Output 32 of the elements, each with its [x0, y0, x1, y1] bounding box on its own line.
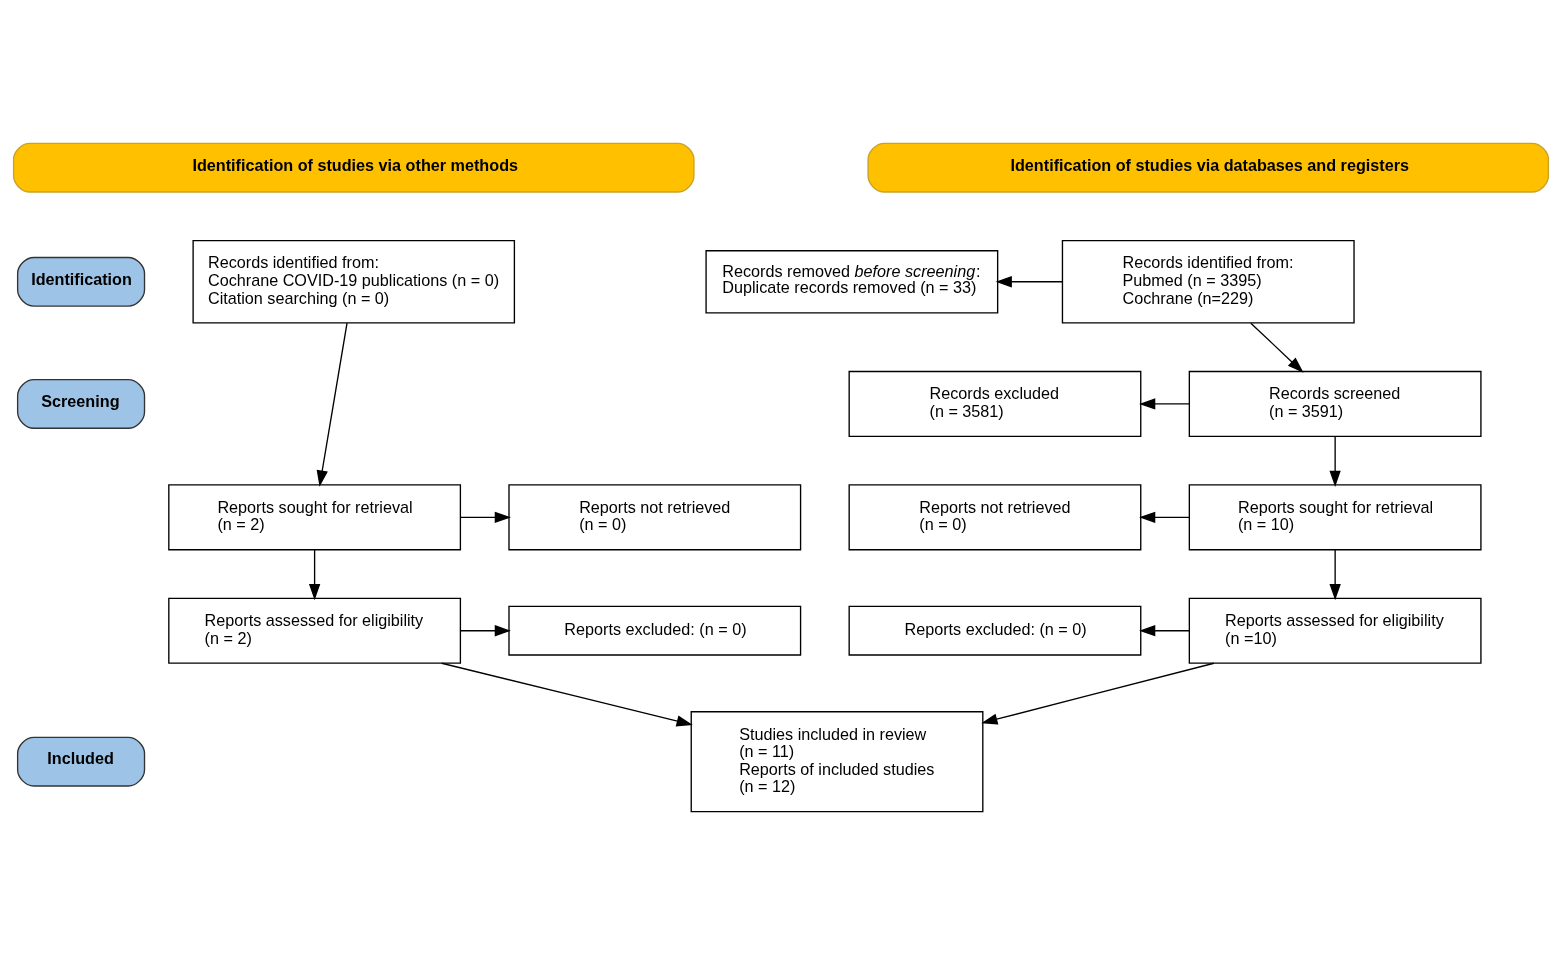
arrow: [1139, 397, 1190, 410]
node-box: Identification: [16, 256, 146, 307]
arrow: [1329, 435, 1341, 487]
node-box: Records screened (n = 3591): [1188, 370, 1482, 437]
node-box: Records identified from: Cochrane COVID-19 publications (n = 0) Citation searching (n = 0): [192, 239, 516, 324]
arrow: [460, 624, 511, 636]
node-box: Identification of studies via other methods: [12, 142, 695, 193]
arrow: [308, 548, 321, 600]
arrow: [1139, 511, 1190, 523]
arrow: [995, 275, 1063, 287]
node-box: Records excluded (n = 3581): [848, 370, 1142, 437]
node-box: Reports assessed for eligibility (n =10): [1188, 597, 1482, 664]
node-box: Records removed before screening: Duplicate records removed (n = 33): [705, 249, 999, 313]
node-box: Reports excluded: (n = 0): [848, 605, 1142, 656]
node-box: Screening: [16, 378, 146, 429]
node-box: Included: [16, 736, 146, 787]
node-box: Reports sought for retrieval (n = 10): [1188, 483, 1482, 550]
arrow: [1329, 548, 1341, 600]
arrow: [441, 662, 693, 727]
arrow: [460, 511, 511, 523]
node-box: Reports sought for retrieval (n = 2): [168, 483, 462, 550]
arrow: [1139, 624, 1190, 636]
node-box: Reports not retrieved (n = 0): [848, 483, 1142, 550]
node-box: Identification of studies via databases and registers: [867, 142, 1550, 193]
node-box: Reports excluded: (n = 0): [508, 605, 802, 656]
arrow: [316, 321, 348, 487]
arrow: [981, 662, 1215, 725]
node-box: Studies included in review (n = 11) Reports of included studies (n = 12): [690, 710, 984, 812]
node-box: Reports not retrieved (n = 0): [508, 483, 802, 550]
node-box: Records identified from: Pubmed (n = 3395) Cochrane (n=229): [1061, 239, 1355, 324]
arrow: [1250, 322, 1304, 373]
node-box: Reports assessed for eligibility (n = 2): [168, 597, 462, 664]
